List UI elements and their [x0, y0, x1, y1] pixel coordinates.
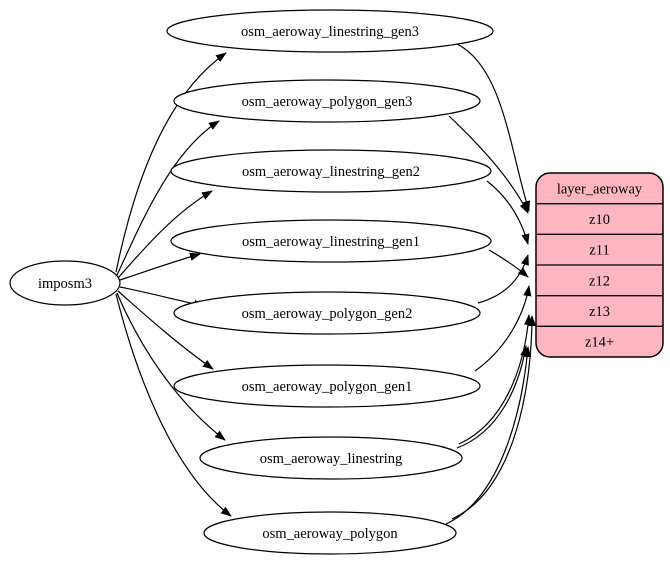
- osm_aeroway_linestring-ellipse: [199, 436, 463, 480]
- osm_aeroway_linestring_gen1-label: osm_aeroway_linestring_gen1: [242, 234, 420, 250]
- osm_aeroway_polygon_gen1-label: osm_aeroway_polygon_gen1: [242, 379, 413, 395]
- osm_aeroway_polygon_gen3-label: osm_aeroway_polygon_gen3: [242, 94, 413, 110]
- layer_aeroway-row-z14+: z14+: [585, 335, 614, 351]
- osm_aeroway_polygon_gen2-ellipse: [173, 291, 481, 335]
- node-osm_aeroway_linestring_gen2: osm_aeroway_linestring_gen2: [170, 149, 492, 193]
- edge-imposm3->osm_aeroway_polygon_gen3: [116, 120, 220, 276]
- edge-imposm3->osm_aeroway_polygon_gen1: [117, 290, 214, 370]
- edge-osm_aeroway_linestring_gen3->layer_aeroway.z10: [456, 43, 530, 212]
- edge-imposm3->osm_aeroway_linestring_gen3: [115, 52, 227, 273]
- edges-layer: [115, 43, 537, 525]
- node-osm_aeroway_polygon: osm_aeroway_polygon: [203, 511, 457, 555]
- edge-osm_aeroway_polygon_gen1->layer_aeroway.z12: [474, 285, 532, 372]
- edge-imposm3->osm_aeroway_polygon: [115, 293, 232, 517]
- osm_aeroway_polygon-label: osm_aeroway_polygon: [262, 526, 398, 542]
- edge-osm_aeroway_linestring_gen2->layer_aeroway.z11: [486, 180, 530, 245]
- osm_aeroway_polygon_gen1-ellipse: [173, 364, 481, 408]
- osm_aeroway_linestring_gen2-ellipse: [170, 149, 492, 193]
- osm_aeroway_polygon-ellipse: [203, 511, 457, 555]
- node-osm_aeroway_linestring_gen3: osm_aeroway_linestring_gen3: [166, 9, 494, 53]
- node-osm_aeroway_linestring_gen1: osm_aeroway_linestring_gen1: [170, 219, 492, 263]
- edge-osm_aeroway_linestring_gen1->layer_aeroway.z12: [488, 249, 529, 278]
- imposm3-ellipse: [9, 260, 121, 306]
- edge-osm_aeroway_polygon_gen2->layer_aeroway.z11: [477, 254, 529, 304]
- node-osm_aeroway_polygon_gen2: osm_aeroway_polygon_gen2: [173, 291, 481, 335]
- layer_aeroway-row-z13: z13: [589, 304, 610, 320]
- node-osm_aeroway_linestring: osm_aeroway_linestring: [199, 436, 463, 480]
- osm_aeroway_linestring_gen1-ellipse: [170, 219, 492, 263]
- edge-imposm3->osm_aeroway_linestring: [116, 292, 226, 441]
- imposm3-label: imposm3: [38, 276, 92, 292]
- osm_aeroway_linestring-label: osm_aeroway_linestring: [260, 451, 403, 467]
- osm_aeroway_linestring_gen2-label: osm_aeroway_linestring_gen2: [242, 164, 420, 180]
- node-layer_aeroway: layer_aeroway z10 z11 z12 z13 z14+: [535, 172, 664, 358]
- node-imposm3: imposm3: [9, 260, 121, 306]
- layer_aeroway-row-z12: z12: [589, 273, 610, 289]
- nodes-layer: imposm3 osm_aeroway_linestring_gen3 osm_ae…: [9, 9, 664, 555]
- layer_aeroway-row-z11: z11: [589, 243, 609, 259]
- edge-imposm3->osm_aeroway_linestring_gen2: [117, 190, 213, 279]
- layer_aeroway-row-z10: z10: [589, 212, 610, 228]
- edge-osm_aeroway_linestring->layer_aeroway.z13: [458, 314, 533, 445]
- osm_aeroway_linestring_gen3-label: osm_aeroway_linestring_gen3: [241, 24, 419, 40]
- edge-imposm3->osm_aeroway_linestring_gen1: [119, 252, 201, 281]
- osm_aeroway_polygon_gen3-ellipse: [173, 79, 481, 123]
- node-osm_aeroway_polygon_gen3: osm_aeroway_polygon_gen3: [173, 79, 481, 123]
- edge-osm_aeroway_polygon_gen3->layer_aeroway.z10: [448, 115, 529, 214]
- edge-osm_aeroway_polygon->layer_aeroway.z14+: [445, 346, 532, 525]
- node-osm_aeroway_polygon_gen1: osm_aeroway_polygon_gen1: [173, 364, 481, 408]
- osm_aeroway_polygon_gen2-label: osm_aeroway_polygon_gen2: [242, 306, 413, 322]
- layer_aeroway-header-label: layer_aeroway: [557, 181, 643, 197]
- edge-osm_aeroway_linestring->layer_aeroway.z14+: [456, 345, 529, 449]
- osm_aeroway_linestring_gen3-ellipse: [166, 9, 494, 53]
- edge-osm_aeroway_polygon->layer_aeroway.z13: [451, 315, 537, 520]
